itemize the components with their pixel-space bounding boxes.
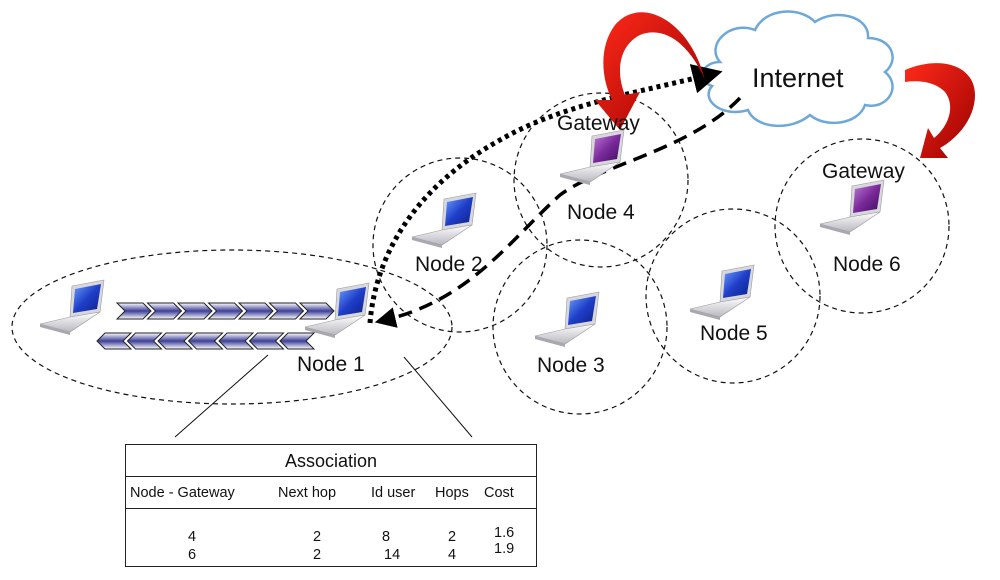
association-table-header: Node - Gateway Next hop Id user Hops Cos…	[126, 477, 536, 509]
chevron-row-backward	[96, 332, 316, 350]
coverage-area-node-5	[645, 208, 821, 384]
cell-hops: 2	[448, 529, 457, 545]
column-header-cost: Cost	[484, 485, 514, 501]
internet-cloud-icon	[701, 10, 894, 128]
table-row: 4 2 8 2 1.6	[126, 521, 536, 545]
laptop-icon-node-4	[559, 129, 625, 185]
chevron-backward-icon	[279, 332, 316, 350]
table-row: 6 2 14 4 1.9	[126, 539, 536, 563]
cell-cost: 1.6	[494, 525, 515, 541]
cell-node-gateway: 4	[188, 529, 197, 545]
node-1-label: Node 1	[297, 353, 365, 376]
chevron-forward-icon	[146, 302, 183, 320]
laptop-icon-user	[39, 279, 105, 335]
column-header-next-hop: Next hop	[278, 485, 337, 501]
coverage-area-node-3	[492, 239, 668, 415]
cell-node-gateway: 6	[188, 547, 197, 563]
red-arrow-to-gateway-6	[905, 63, 975, 158]
chevron-forward-icon	[237, 302, 274, 320]
column-header-hops: Hops	[435, 485, 469, 501]
node-4-gateway-label: Gateway	[557, 112, 640, 135]
laptop-icon-node-3	[534, 291, 600, 347]
chevron-backward-icon	[218, 332, 255, 350]
cell-id-user: 8	[382, 529, 391, 545]
cell-hops: 4	[448, 547, 457, 563]
callout-line-right	[403, 356, 473, 438]
node-3-label: Node 3	[537, 354, 605, 377]
laptop-icon-node-6	[819, 179, 885, 235]
chevron-backward-icon	[187, 332, 224, 350]
node-4-label: Node 4	[567, 201, 635, 224]
chevron-forward-icon	[176, 302, 213, 320]
coverage-area-node-2	[372, 157, 548, 333]
chevron-row-forward	[115, 302, 335, 320]
column-header-node-gateway: Node - Gateway	[130, 485, 235, 501]
node-2-label: Node 2	[415, 253, 483, 276]
association-table: Association Node - Gateway Next hop Id u…	[125, 444, 537, 567]
chevron-backward-icon	[126, 332, 163, 350]
node-5-label: Node 5	[700, 322, 768, 345]
chevron-backward-icon	[157, 332, 194, 350]
node-6-gateway-label: Gateway	[822, 160, 905, 183]
laptop-icon-node-2	[411, 192, 477, 248]
cell-cost: 1.9	[494, 541, 515, 557]
node-6-label: Node 6	[833, 253, 901, 276]
downlink-dashed-path	[374, 96, 742, 328]
coverage-area-node-6	[774, 138, 950, 314]
red-arrow-to-gateway-4	[595, 12, 705, 130]
coverage-area-node-1	[11, 249, 453, 405]
uplink-dotted-path	[367, 64, 723, 324]
coverage-area-node-4	[513, 92, 689, 268]
chevron-forward-icon	[268, 302, 305, 320]
laptop-icon-node-5	[689, 264, 755, 320]
chevron-forward-icon	[115, 302, 152, 320]
association-table-title: Association	[126, 445, 536, 477]
chevron-backward-icon	[96, 332, 133, 350]
laptop-icon-node-1	[304, 282, 370, 338]
chevron-forward-icon	[207, 302, 244, 320]
cell-next-hop: 2	[313, 547, 322, 563]
chevron-forward-icon	[298, 302, 335, 320]
cell-id-user: 14	[384, 547, 401, 563]
callout-line-left	[174, 354, 269, 438]
internet-label: Internet	[752, 63, 844, 93]
chevron-backward-icon	[248, 332, 285, 350]
cell-next-hop: 2	[313, 529, 322, 545]
column-header-id-user: Id user	[371, 485, 416, 501]
